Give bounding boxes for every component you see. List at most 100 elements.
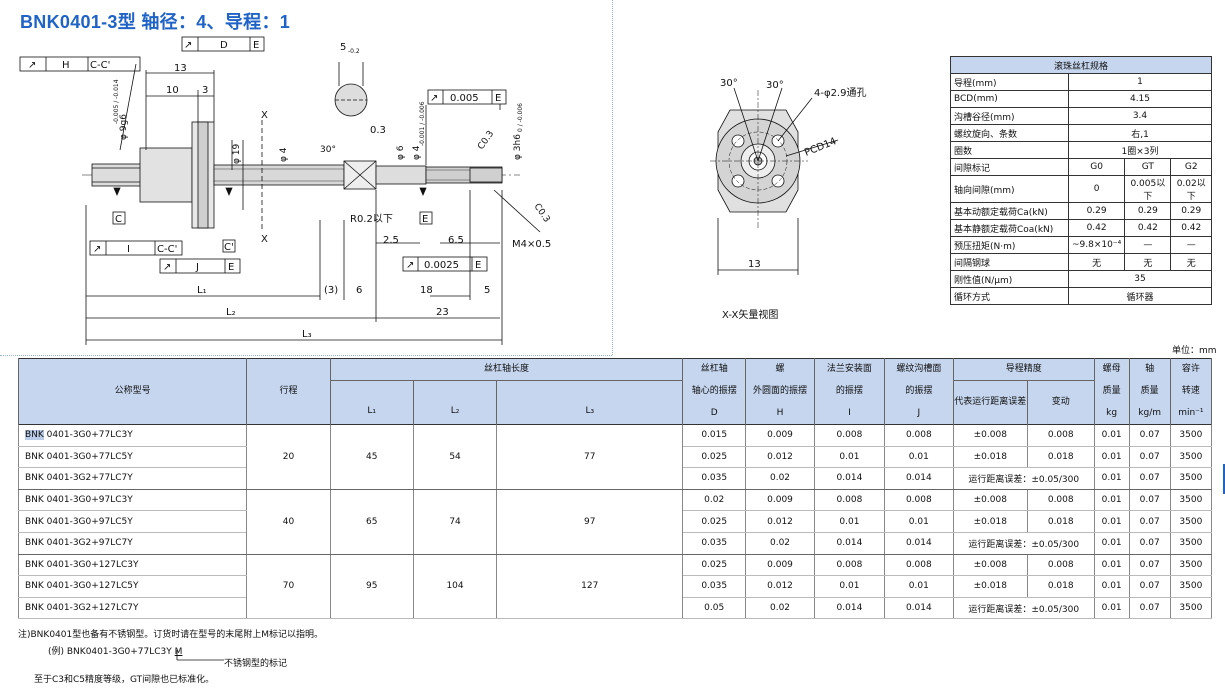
spec-row: 沟槽谷径(mm)3.4 <box>950 107 1212 125</box>
dim-4-tol: -0.001 / -0.006 <box>419 101 426 146</box>
model-name: BNK 0401-3G2+127LC7Y <box>17 597 248 620</box>
header-j3: J <box>883 402 954 425</box>
dim-5: 5 <box>340 42 346 53</box>
note-example: (例) BNK0401-3G0+77LC3Y M <box>48 644 182 657</box>
spec-row-rigidity: 刚性值(N/μm)35 <box>950 270 1212 288</box>
dim-23: 23 <box>436 307 449 318</box>
dim-p3: (3) <box>324 285 338 296</box>
header-h2: 外圆面的振摆 <box>745 380 815 403</box>
l3-cell: 97 <box>496 489 684 555</box>
tol-0005-label: 0.005 <box>450 93 479 104</box>
header-nut1: 螺母 <box>1093 358 1130 381</box>
note-stainless: 注)BNK0401型也备有不锈钢型。订货时请在型号的末尾附上M标记以指明。 <box>18 630 323 640</box>
header-shaft-len: 丝杠轴长度 <box>329 358 684 381</box>
spec-row-spacer: 间隔钢球无无无 <box>950 253 1212 271</box>
header-lead-acc: 导程精度 <box>952 358 1095 381</box>
dim-10: 10 <box>166 85 179 96</box>
m4-thread-label: M4×0.5 <box>512 239 551 250</box>
holes-label: 4-φ2.9通孔 <box>814 87 866 99</box>
dim-5-tol: -0.2 <box>348 48 360 55</box>
rep-cell: ±0.008 <box>952 424 1028 447</box>
header-d2: 轴心的振摆 <box>682 380 747 403</box>
horizontal-divider <box>0 355 612 356</box>
model-name: BNK 0401-3G2+77LC7Y <box>17 467 248 490</box>
section-caption: X-X矢量视图 <box>722 308 778 321</box>
vertical-divider <box>612 0 613 355</box>
j-cell: 0.008 <box>883 424 954 447</box>
spec-row: 导程(mm)1 <box>950 73 1212 91</box>
header-l3: L₃ <box>496 380 684 425</box>
header-lead-rep: 代表运行距离误差 <box>952 380 1028 425</box>
header-h3: H <box>745 402 815 425</box>
header-nut2: 质量 <box>1093 380 1130 403</box>
header-j1: 螺纹沟槽面 <box>883 358 954 381</box>
note-standardized: 至于C3和C5精度等级，GT间隙也已标准化。 <box>34 675 215 685</box>
r02-label: R0.2以下 <box>350 214 393 225</box>
l2-cell: 54 <box>412 424 498 490</box>
example-leader <box>176 650 224 661</box>
tol-0005-datum: E <box>495 93 501 104</box>
header-shaft2: 质量 <box>1128 380 1171 403</box>
x-mark-top: X <box>261 110 268 121</box>
speed-cell: 3500 <box>1169 424 1213 447</box>
header-speed2: 转速 <box>1169 380 1213 403</box>
stroke-cell: 20 <box>246 424 331 490</box>
l3-cell: 127 <box>496 554 684 620</box>
h-ref-label: H <box>62 60 70 71</box>
spec-header: 滚珠丝杠规格 <box>950 56 1212 74</box>
header-nut3: kg <box>1093 402 1130 425</box>
lead-merged-cell: 运行距离误差：±0.05/300 <box>952 597 1095 620</box>
header-l1: L₁ <box>329 380 414 425</box>
pcd-label: PCD14 <box>803 136 838 159</box>
header-lead-var: 变动 <box>1026 380 1095 425</box>
d-ref-label: D <box>220 40 228 51</box>
dim-03: 0.3 <box>370 125 386 136</box>
page-edge-tab <box>1223 464 1225 494</box>
runout-symbol-tol2: ↗ <box>406 260 414 271</box>
tol-00025-label: 0.0025 <box>424 260 459 271</box>
dim-6-5: 6.5 <box>448 235 464 246</box>
c03-bottom: C0.3 <box>532 202 552 225</box>
lead-merged-cell: 运行距离误差：±0.05/300 <box>952 467 1095 490</box>
header-stroke: 行程 <box>246 358 331 425</box>
header-j2: 的振摆 <box>883 380 954 403</box>
dim-4-shaft: φ 4 <box>412 145 422 160</box>
runout-symbol-d: ↗ <box>184 40 192 51</box>
l2-cell: 74 <box>412 489 498 555</box>
model-name: BNK 0401-3G2+97LC7Y <box>17 532 248 555</box>
section-view-xx: 30° 30° 4-φ2.9通孔 PCD14 13 X-X矢量视图 <box>710 78 866 321</box>
model-name: 0401-3G0+77LC3Y <box>43 430 133 441</box>
var-cell: 0.008 <box>1026 424 1095 447</box>
header-speed1: 容许 <box>1169 358 1213 381</box>
header-l2: L₂ <box>412 380 498 425</box>
dim-l3: L₃ <box>302 329 312 340</box>
nut-mass-cell: 0.01 <box>1093 424 1130 447</box>
l2-cell: 104 <box>412 554 498 620</box>
spec-table: 滚珠丝杠规格 导程(mm)1 BCD(mm)4.15 沟槽谷径(mm)3.4 螺… <box>950 56 1212 305</box>
header-i2: 的振摆 <box>813 380 885 403</box>
table-row: BNK 0401-3G0+77LC3Y 20 45 54 77 0.015 0.… <box>17 424 1213 490</box>
header-d1: 丝杠轴 <box>682 358 747 381</box>
spec-row: BCD(mm)4.15 <box>950 90 1212 108</box>
d-cell: 0.015 <box>682 424 747 447</box>
l1-cell: 45 <box>329 424 414 490</box>
runout-symbol: ↗ <box>28 60 36 71</box>
stroke-cell: 40 <box>246 489 331 555</box>
tol-00025-datum: E <box>475 260 481 271</box>
stroke-cell: 70 <box>246 554 331 620</box>
model-name: BNK 0401-3G0+97LC3Y <box>17 489 248 512</box>
c-prime-datum: C' <box>224 242 234 253</box>
header-d3: D <box>682 402 747 425</box>
dim-5-len: 5 <box>484 285 490 296</box>
header-i3: I <box>813 402 885 425</box>
h-cell: 0.009 <box>745 424 815 447</box>
model-prefix-highlight: BNK <box>25 430 44 441</box>
dim-6: φ 6 <box>396 145 406 160</box>
